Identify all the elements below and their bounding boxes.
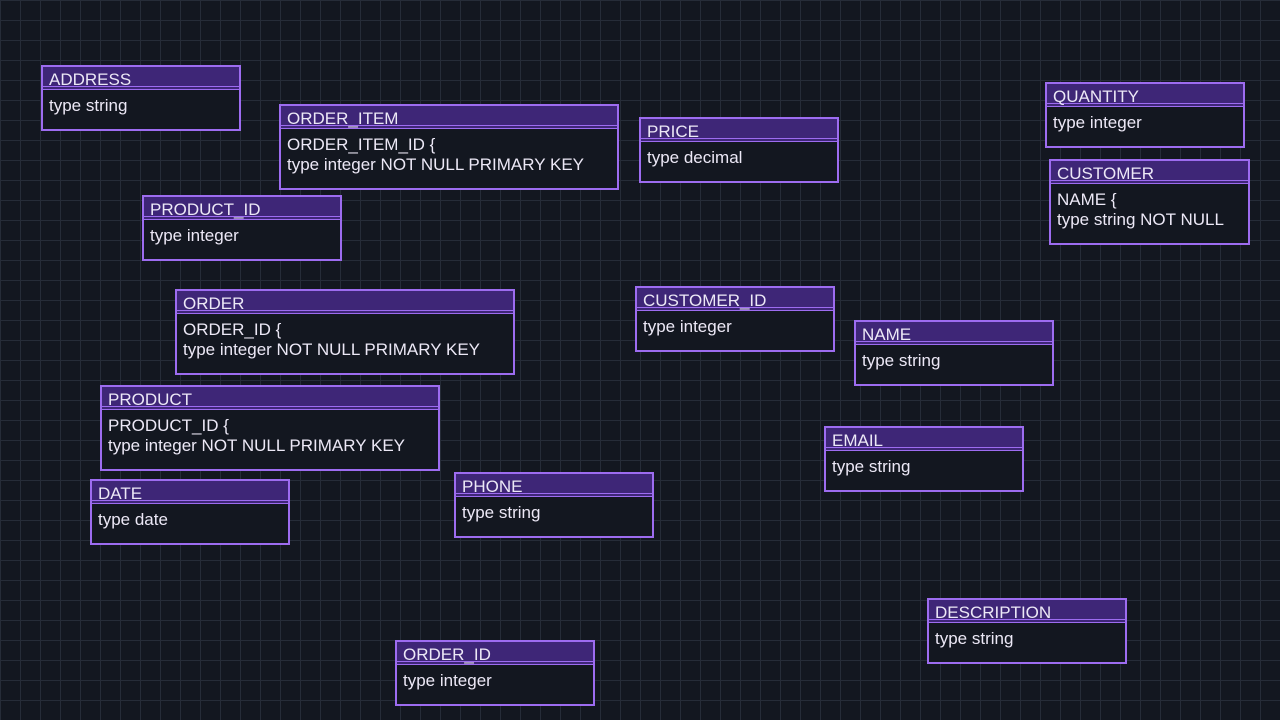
entity-name-attributes: type string [856,345,1052,371]
entity-email[interactable]: EMAIL type string [824,426,1024,492]
entity-order-item-title: ORDER_ITEM [281,106,617,129]
entity-description-attribute-line: type string [935,629,1014,648]
entity-quantity-attributes: type integer [1047,107,1243,133]
entity-email-title: EMAIL [826,428,1022,451]
entity-date-title: DATE [92,481,288,504]
entity-order-attributes: ORDER_ID { type integer NOT NULL PRIMARY… [177,314,513,360]
entity-address[interactable]: ADDRESS type string [41,65,241,131]
entity-price-title: PRICE [641,119,837,142]
entity-price-attributes: type decimal [641,142,837,168]
entity-description-attributes: type string [929,623,1125,649]
entity-quantity-attribute-line: type integer [1053,113,1142,132]
entity-customer[interactable]: CUSTOMER NAME { type string NOT NULL [1049,159,1250,245]
entity-name[interactable]: NAME type string [854,320,1054,386]
entity-date-attribute-line: type date [98,510,168,529]
entity-order-item-attribute-line: ORDER_ITEM_ID { [287,135,436,154]
entity-order-attribute-line: ORDER_ID { [183,320,282,339]
entity-order-id-title: ORDER_ID [397,642,593,665]
entity-order-item[interactable]: ORDER_ITEM ORDER_ITEM_ID { type integer … [279,104,619,190]
entity-customer-id-attributes: type integer [637,311,833,337]
entity-order[interactable]: ORDER ORDER_ID { type integer NOT NULL P… [175,289,515,375]
entity-name-attribute-line: type string [862,351,941,370]
entity-product-id-attribute-line: type integer [150,226,239,245]
entity-address-attribute-line: type string [49,96,128,115]
entity-customer-id-attribute-line: type integer [643,317,732,336]
entity-product-title: PRODUCT [102,387,438,410]
entity-order-item-attributes: ORDER_ITEM_ID { type integer NOT NULL PR… [281,129,617,175]
entity-customer-id[interactable]: CUSTOMER_ID type integer [635,286,835,352]
entity-customer-attribute-line: type string NOT NULL [1057,210,1224,229]
entity-customer-attribute-line: NAME { [1057,190,1117,209]
entity-quantity-title: QUANTITY [1047,84,1243,107]
entity-product-id[interactable]: PRODUCT_ID type integer [142,195,342,261]
entity-name-title: NAME [856,322,1052,345]
entity-product-id-attributes: type integer [144,220,340,246]
entity-phone[interactable]: PHONE type string [454,472,654,538]
entity-date-attributes: type date [92,504,288,530]
entity-customer-id-title: CUSTOMER_ID [637,288,833,311]
entity-order-id-attributes: type integer [397,665,593,691]
entity-address-title: ADDRESS [43,67,239,90]
entity-price[interactable]: PRICE type decimal [639,117,839,183]
entity-customer-attributes: NAME { type string NOT NULL [1051,184,1248,230]
entity-product-attributes: PRODUCT_ID { type integer NOT NULL PRIMA… [102,410,438,456]
entity-description-title: DESCRIPTION [929,600,1125,623]
entity-phone-title: PHONE [456,474,652,497]
entity-address-attributes: type string [43,90,239,116]
entity-price-attribute-line: type decimal [647,148,743,167]
entity-order-item-attribute-line: type integer NOT NULL PRIMARY KEY [287,155,584,174]
entity-order-id-attribute-line: type integer [403,671,492,690]
entity-order-attribute-line: type integer NOT NULL PRIMARY KEY [183,340,480,359]
entity-order-id[interactable]: ORDER_ID type integer [395,640,595,706]
entity-product-attribute-line: type integer NOT NULL PRIMARY KEY [108,436,405,455]
entity-customer-title: CUSTOMER [1051,161,1248,184]
entity-description[interactable]: DESCRIPTION type string [927,598,1127,664]
entity-email-attribute-line: type string [832,457,911,476]
entity-email-attributes: type string [826,451,1022,477]
entity-product-attribute-line: PRODUCT_ID { [108,416,229,435]
entity-product-id-title: PRODUCT_ID [144,197,340,220]
entity-order-title: ORDER [177,291,513,314]
entity-phone-attributes: type string [456,497,652,523]
entity-phone-attribute-line: type string [462,503,541,522]
entity-product[interactable]: PRODUCT PRODUCT_ID { type integer NOT NU… [100,385,440,471]
entity-date[interactable]: DATE type date [90,479,290,545]
entity-quantity[interactable]: QUANTITY type integer [1045,82,1245,148]
